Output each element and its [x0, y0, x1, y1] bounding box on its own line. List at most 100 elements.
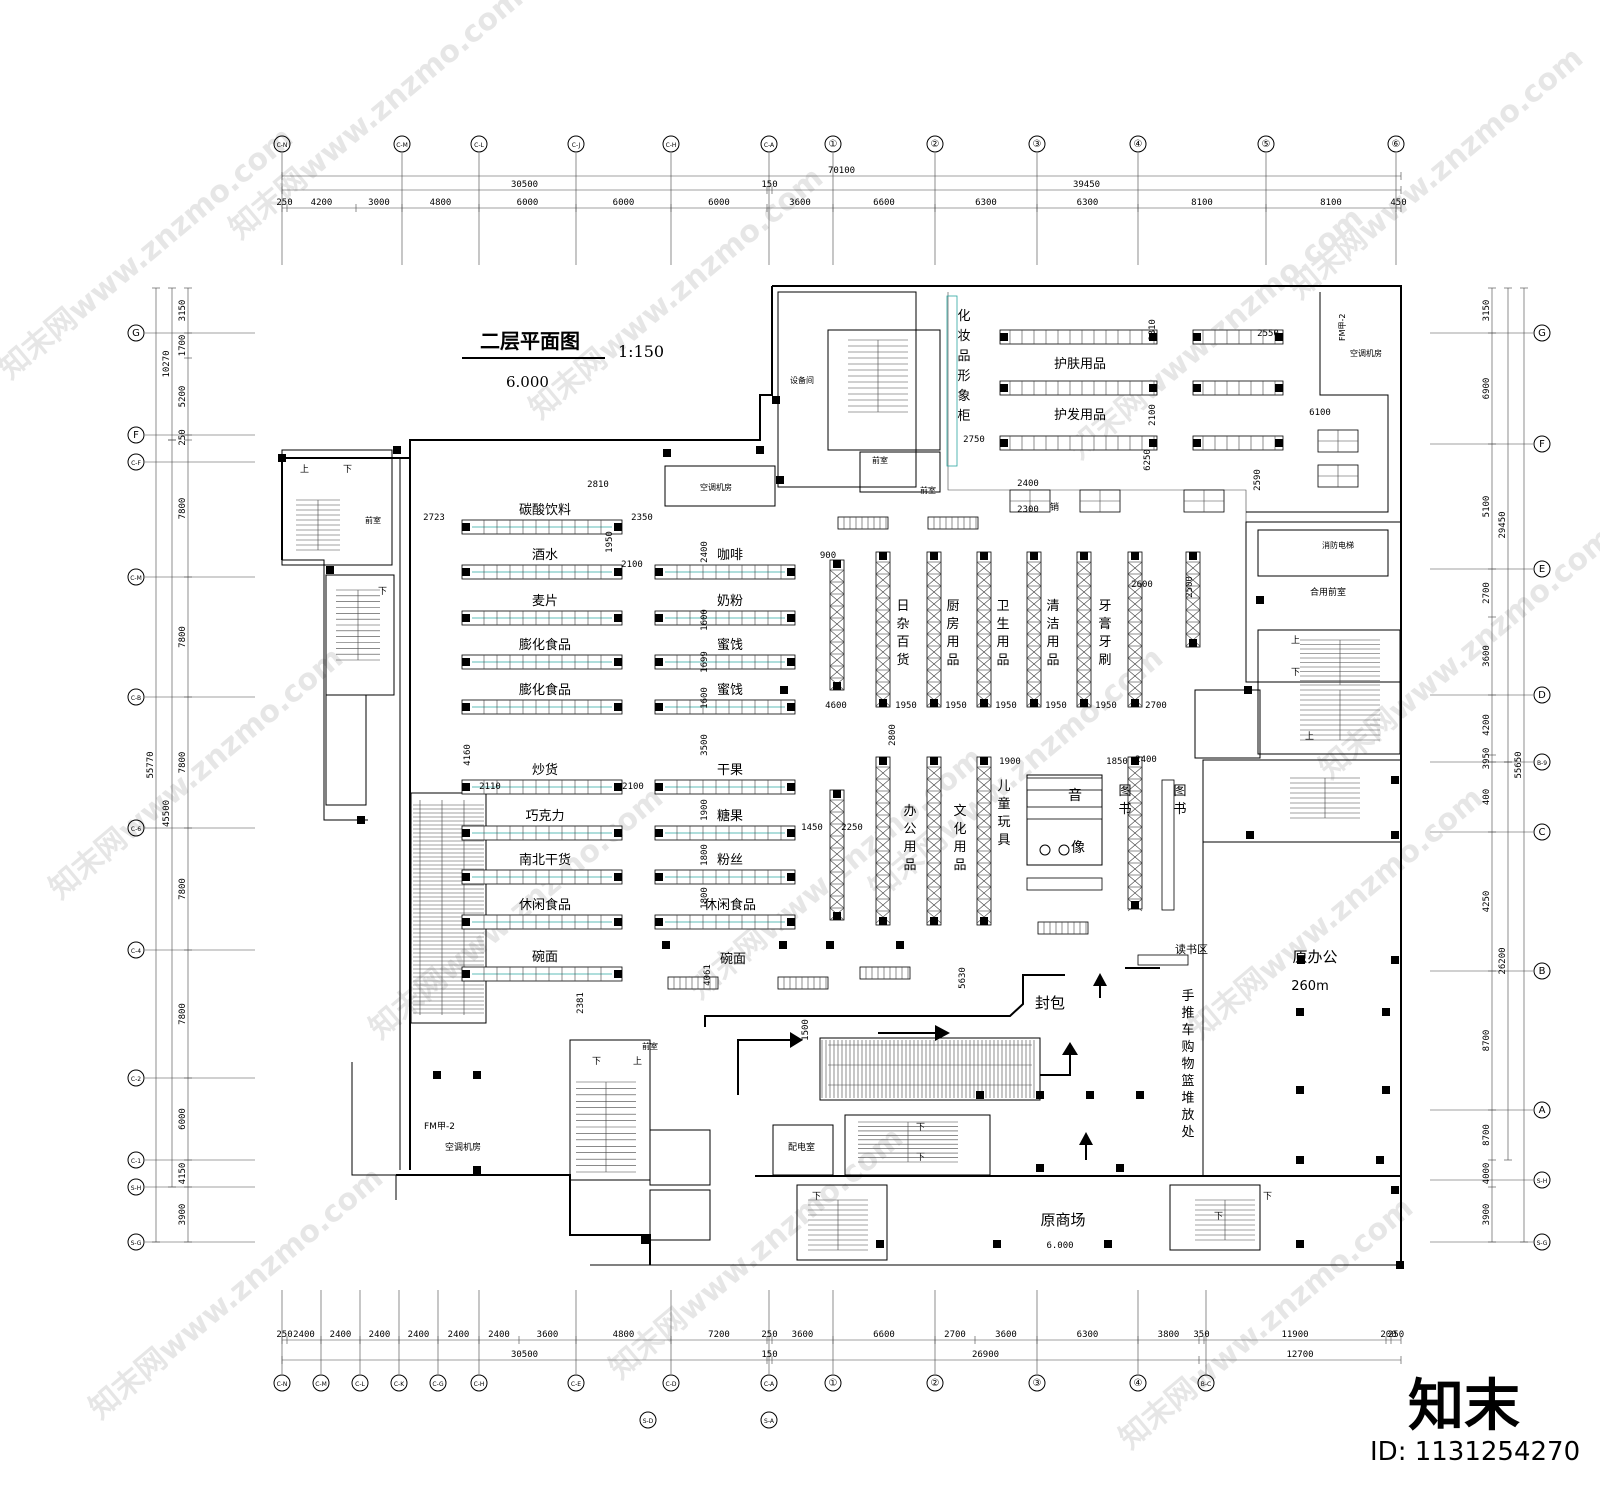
shelf-cross: [875, 609, 891, 623]
zone-label: 休闲食品: [704, 897, 756, 913]
label-char: 手: [1181, 989, 1194, 1004]
label-char: 玩: [997, 815, 1010, 830]
column: [462, 658, 470, 666]
axis-label: S-G: [131, 1240, 142, 1247]
axis-circle: [127, 453, 145, 471]
shelf-cross: [976, 766, 992, 780]
shelf-column-upper: [976, 551, 992, 708]
shelf-cross: [829, 895, 845, 909]
dim-text: 3150: [178, 300, 188, 322]
column: [787, 703, 795, 711]
column: [1296, 1008, 1304, 1016]
label-char: 杂: [896, 617, 909, 632]
axis-label: S-G: [1537, 1240, 1548, 1247]
axis-label: S-H: [1537, 1178, 1548, 1185]
shelf-cross: [875, 778, 891, 792]
shelf-row-left: [461, 519, 623, 535]
column: [787, 783, 795, 791]
axis-label: B-9: [1537, 760, 1547, 767]
brand-logo: 知末: [1408, 1374, 1520, 1439]
axis-label: C-D: [666, 1381, 677, 1388]
reading-rack: [1137, 954, 1189, 966]
label-char: 化: [957, 309, 970, 324]
dim-text: 3900: [1482, 1204, 1492, 1226]
label-char: 品: [1046, 653, 1059, 668]
column: [1131, 901, 1139, 909]
av-shelf: [1026, 806, 1103, 820]
zone-label: 休闲食品: [519, 897, 571, 913]
shelf-cross: [926, 778, 942, 792]
axis-label: C-G: [432, 1381, 444, 1388]
column: [1296, 1156, 1304, 1164]
label-char: 文: [953, 804, 966, 819]
axis-label: C-A: [764, 1381, 775, 1388]
axis-circle: [273, 1374, 291, 1392]
axis-bubble: S-G: [1533, 1233, 1551, 1251]
column: [787, 658, 795, 666]
zone-label: 蜜饯: [717, 683, 743, 698]
axis-bubble: G: [127, 324, 145, 342]
stair-core: [1257, 629, 1401, 755]
former-office: [1202, 841, 1402, 1177]
axis-label: S-A: [764, 1418, 775, 1425]
dim-text: 3600: [1482, 645, 1492, 667]
label-char: 房: [946, 616, 959, 632]
shelf-cross: [1076, 597, 1092, 611]
room-label: 260m: [1291, 979, 1328, 994]
axis-label: ②: [931, 139, 940, 150]
column: [614, 918, 622, 926]
dim-text: 26200: [1498, 947, 1508, 974]
shelf-cross: [1185, 573, 1201, 587]
stair-treads: [808, 1199, 868, 1251]
label-char: 办: [903, 804, 916, 819]
shelf-row-left: [461, 869, 623, 885]
shelf-cross: [1076, 621, 1092, 635]
inner-dimension: 2590: [1253, 469, 1263, 491]
axis-bubble: A: [1533, 1101, 1551, 1119]
shelf-row-left: [461, 564, 623, 580]
stair-core: [569, 1039, 651, 1181]
axis-circle: [824, 1374, 842, 1392]
zone-label: 粉丝: [717, 853, 743, 868]
room-label: 原办公: [1292, 948, 1337, 966]
shelf-cross: [875, 862, 891, 876]
column: [655, 568, 663, 576]
shelf-cross: [1127, 561, 1143, 575]
shelf-cross: [1127, 790, 1143, 804]
shelf-cross: [829, 823, 845, 837]
shelf-column-upper: [926, 551, 942, 708]
column: [462, 873, 470, 881]
shelf-cross: [1185, 597, 1201, 611]
stair-label: 下: [378, 587, 387, 597]
shelf-cross: [976, 826, 992, 840]
watermark-text: 知末网www.znzmo.com: [1283, 40, 1590, 306]
zone-label: 炒货: [532, 762, 558, 778]
column: [896, 941, 904, 949]
axis-label: C-L: [355, 1381, 365, 1388]
axis-bubble: ③: [1028, 135, 1046, 153]
room-label: 封包: [1035, 994, 1065, 1012]
shelf-cross: [829, 617, 845, 631]
inner-dimension: 2100: [621, 560, 643, 570]
column: [1193, 384, 1201, 392]
column: [1080, 552, 1088, 560]
axis-circle: [639, 1411, 657, 1429]
column: [1275, 439, 1283, 447]
shelf-cross: [926, 802, 942, 816]
arrow-head: [1062, 1042, 1078, 1055]
av-shelf: [1026, 877, 1103, 891]
dim-text: 6000: [517, 198, 539, 208]
column: [433, 1071, 441, 1079]
axis-bubble: C-G: [429, 1374, 447, 1392]
axis-bubble: ⑤: [1257, 135, 1275, 153]
lift-core: [649, 1129, 711, 1186]
gondola-body: [667, 976, 719, 990]
watermark-text: 知末网www.znzmo.com: [43, 640, 350, 906]
dim-text: 30500: [511, 1350, 538, 1360]
dim-text: 2400: [448, 1330, 470, 1340]
arrow-head: [935, 1025, 950, 1041]
column: [1275, 333, 1283, 341]
stair-label: 上: [1305, 731, 1314, 742]
